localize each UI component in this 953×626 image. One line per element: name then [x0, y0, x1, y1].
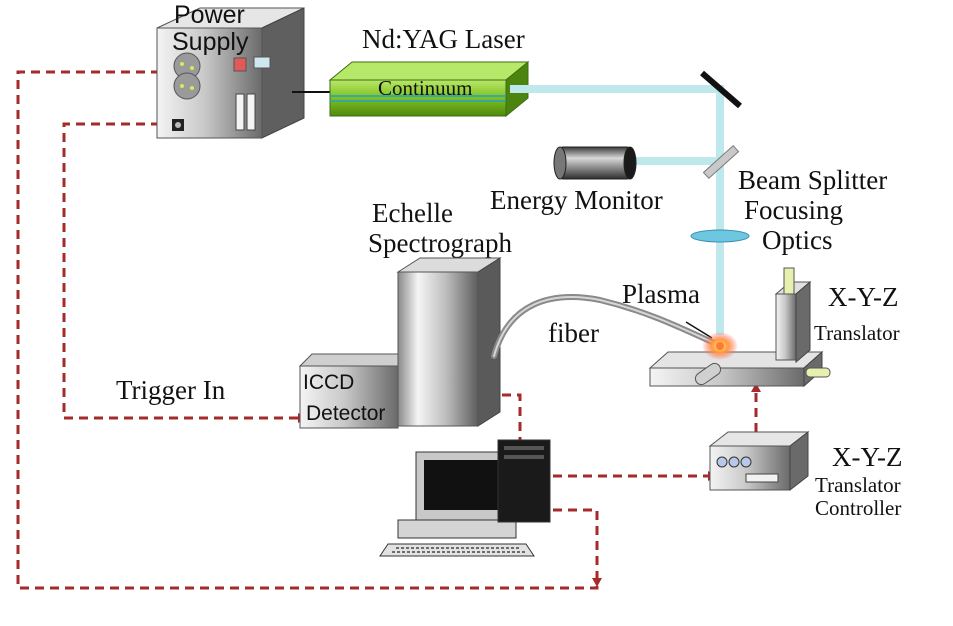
energy-monitor: [553, 146, 637, 180]
label-continuum: Continuum: [378, 76, 473, 100]
label-optics: Optics: [762, 225, 833, 255]
xyz-translator-stage: [648, 267, 831, 388]
beam-splitter: [702, 144, 740, 180]
label-trigger-in: Trigger In: [116, 375, 226, 405]
focusing-lens: [690, 229, 750, 243]
label-beam-splitter: Beam Splitter: [738, 165, 887, 195]
label-plasma: Plasma: [622, 279, 700, 309]
signal-line-iccd-to-computer: [352, 393, 522, 440]
label-xyz-stage: X-Y-Z: [828, 282, 898, 312]
power-supply: [156, 7, 305, 139]
label-detector: Detector: [306, 402, 385, 425]
signal-line-power-to-computer: [16, 70, 599, 590]
label-power: Power: [174, 1, 245, 29]
laser-beam: [510, 85, 724, 335]
label-energy-monitor: Energy Monitor: [490, 185, 663, 215]
label-spectrograph: Spectrograph: [368, 228, 512, 258]
label-laser: Nd:YAG Laser: [362, 24, 525, 54]
turning-mirror: [700, 70, 742, 109]
plasma-pointer: [685, 321, 713, 339]
arrowhead-stage: [751, 383, 761, 392]
label-translator-stage: Translator: [814, 321, 900, 345]
label-iccd: ICCD: [303, 371, 354, 394]
label-fiber: fiber: [548, 318, 599, 348]
computer: [379, 439, 551, 557]
label-supply: Supply: [172, 28, 249, 56]
arrowhead-bottom: [592, 578, 602, 587]
label-controller: Controller: [815, 496, 901, 520]
label-translator-controller: Translator: [815, 473, 901, 497]
label-focusing: Focusing: [744, 195, 843, 225]
iccd-detector: [298, 353, 399, 429]
signal-line-trigger-in: [62, 122, 298, 420]
echelle-spectrograph: [396, 257, 502, 427]
label-xyz-controller: X-Y-Z: [832, 442, 902, 472]
nd-yag-laser: [328, 60, 530, 118]
label-echelle: Echelle: [372, 198, 453, 228]
signal-lines: [16, 70, 761, 590]
xyz-translator-controller: [708, 430, 810, 492]
optical-fiber-highlight: [493, 296, 713, 357]
